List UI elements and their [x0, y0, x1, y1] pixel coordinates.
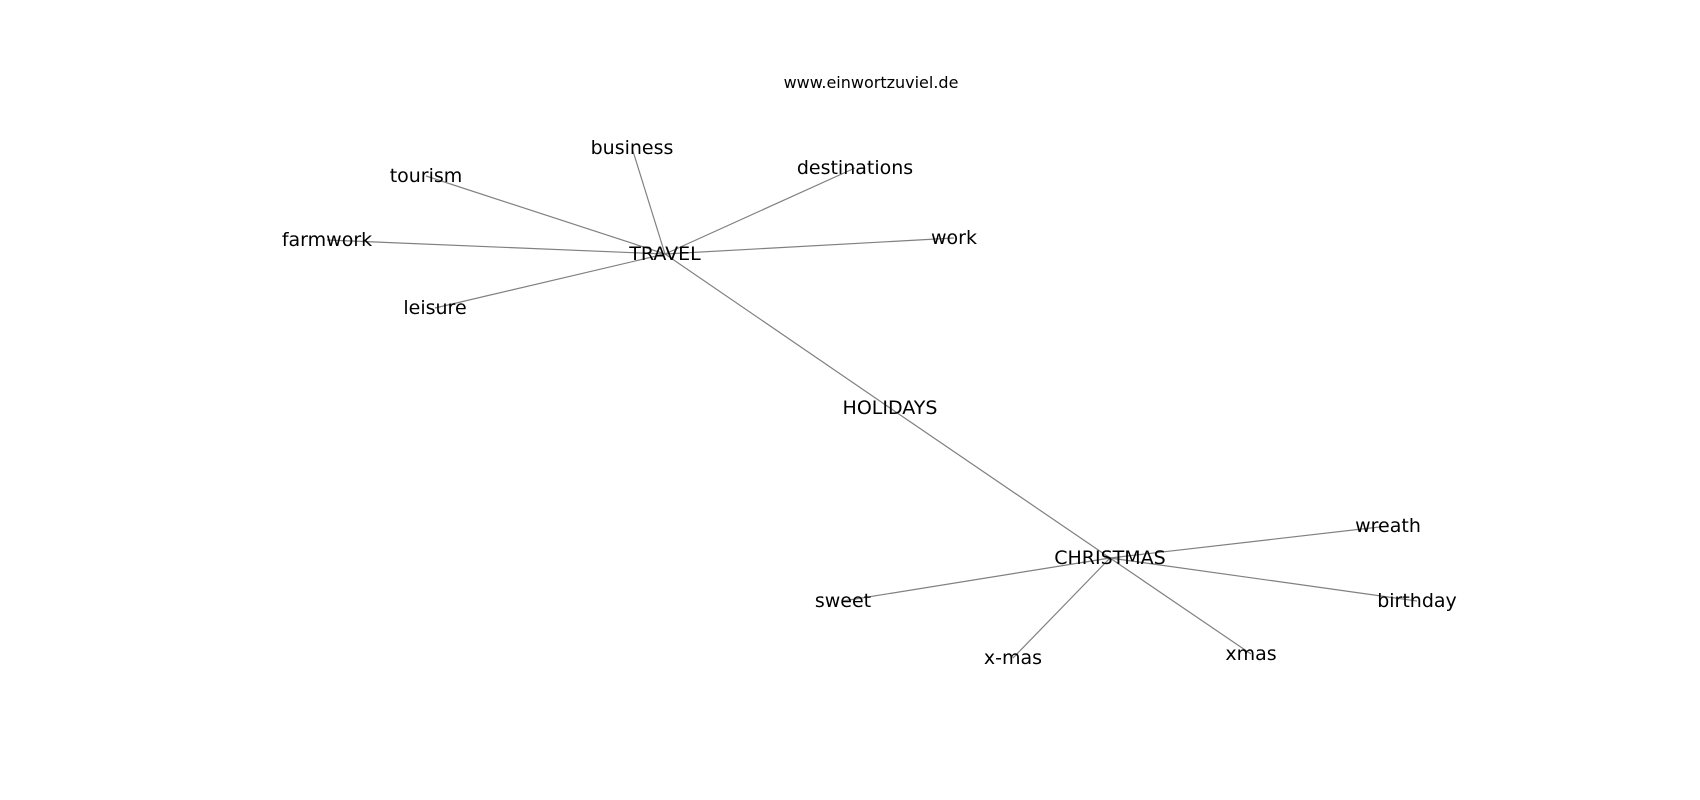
- edge-travel-work: [664, 237, 955, 255]
- node-label-travel: TRAVEL: [628, 243, 701, 265]
- node-label-holidays: HOLIDAYS: [843, 397, 938, 419]
- edge-travel-destinations: [664, 167, 856, 255]
- node-label-destinations: destinations: [797, 157, 913, 179]
- source-credit: www.einwortzuviel.de: [784, 73, 959, 92]
- edge-christmas-xmas: [1109, 557, 1252, 655]
- edge-christmas-birthday: [1109, 557, 1418, 602]
- edge-travel-business: [631, 147, 666, 255]
- edge-travel-tourism: [425, 175, 666, 255]
- node-label-wreath: wreath: [1355, 515, 1421, 537]
- edge-christmas-sweet: [842, 557, 1111, 602]
- node-label-birthday: birthday: [1377, 590, 1457, 612]
- edge-holidays-christmas: [889, 407, 1111, 559]
- edge-travel-holidays: [664, 253, 891, 409]
- node-label-x-mas: x-mas: [984, 647, 1042, 669]
- node-label-tourism: tourism: [390, 165, 463, 187]
- edge-travel-farmwork: [326, 239, 666, 255]
- edge-travel-leisure: [434, 253, 666, 309]
- edge-christmas-x-mas: [1012, 557, 1111, 659]
- node-label-xmas: xmas: [1225, 643, 1276, 665]
- node-label-work: work: [931, 227, 977, 249]
- node-label-sweet: sweet: [815, 590, 871, 612]
- node-label-farmwork: farmwork: [282, 229, 372, 251]
- label-layer: TRAVEL HOLIDAYS CHRISTMAS business tourism de…: [282, 137, 1457, 669]
- edge-layer: [326, 147, 1418, 659]
- node-label-christmas: CHRISTMAS: [1054, 547, 1165, 569]
- edge-christmas-wreath: [1109, 525, 1389, 559]
- node-label-leisure: leisure: [403, 297, 466, 319]
- node-label-business: business: [591, 137, 674, 159]
